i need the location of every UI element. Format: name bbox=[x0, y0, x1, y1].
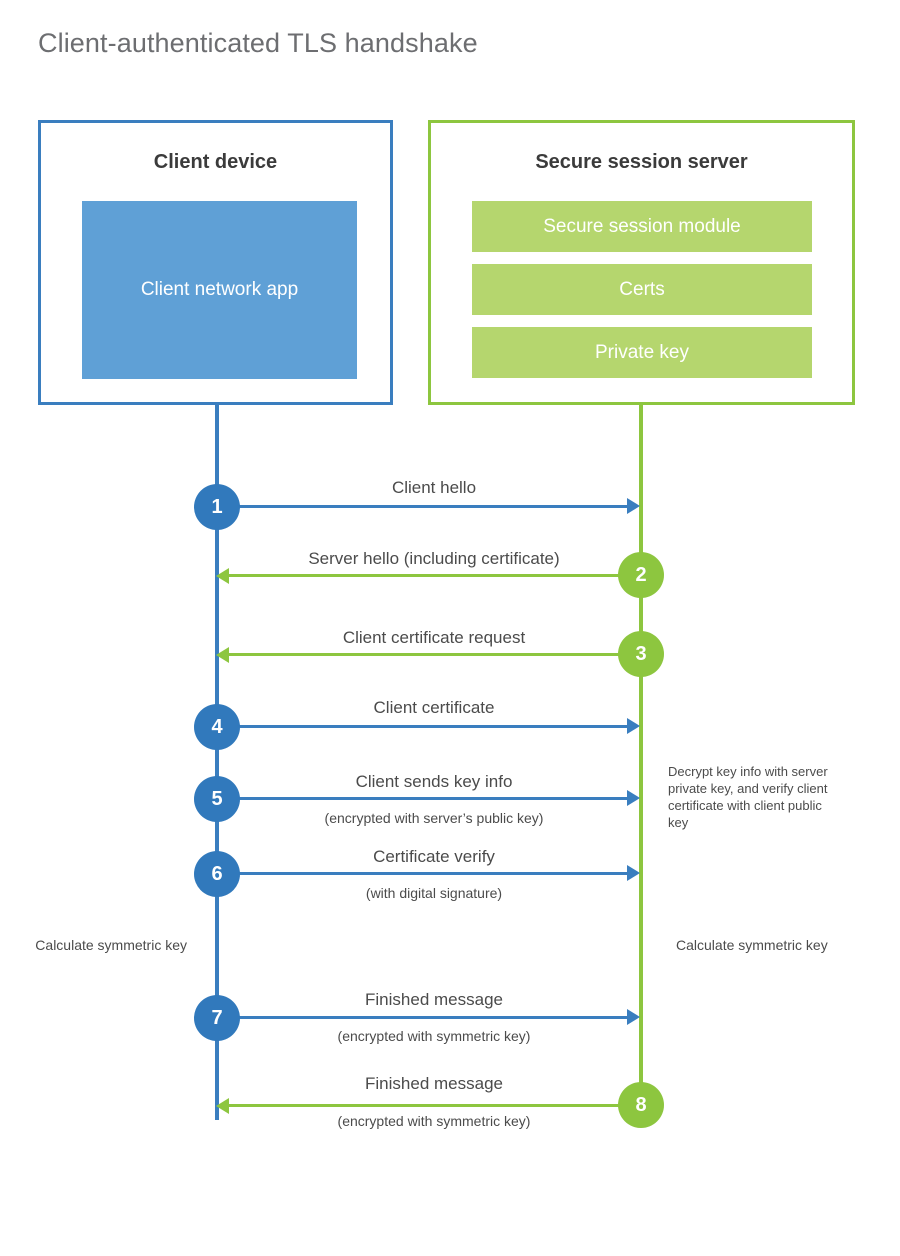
step-marker-3[interactable]: 3 bbox=[618, 631, 664, 677]
step-8-arrow-line bbox=[228, 1104, 628, 1107]
step-1-label: Client hello bbox=[391, 478, 477, 497]
step-marker-1[interactable]: 1 bbox=[194, 484, 240, 530]
step-marker-8[interactable]: 8 bbox=[618, 1082, 664, 1128]
step-1-arrow-head bbox=[627, 498, 640, 514]
page-title: Client-authenticated TLS handshake bbox=[38, 28, 478, 58]
server-block-secure-session-module: Secure session module bbox=[472, 201, 812, 252]
server-lifeline bbox=[639, 405, 643, 1105]
step-4-arrow-head bbox=[627, 718, 640, 734]
step-5-arrow-head bbox=[627, 790, 640, 806]
step-5-label: Client sends key info bbox=[355, 772, 513, 791]
step-6-label: Certificate verify bbox=[373, 847, 495, 866]
step-6-sublabel: (with digital signature) bbox=[365, 885, 503, 901]
step-7-arrow-line bbox=[217, 1016, 627, 1019]
step-2-arrow-head bbox=[216, 568, 229, 584]
client-calculate-symmetric-key-note: Calculate symmetric key bbox=[35, 937, 187, 953]
step-3-label: Client certificate request bbox=[342, 628, 526, 647]
step-5-sublabel: (encrypted with server’s public key) bbox=[324, 810, 544, 826]
secure-session-server-box: Secure session server Secure session mod… bbox=[428, 120, 855, 405]
step-5-arrow-line bbox=[217, 797, 627, 800]
client-lifeline bbox=[215, 405, 219, 1120]
client-device-box: Client device Client network app bbox=[38, 120, 393, 405]
step-marker-4[interactable]: 4 bbox=[194, 704, 240, 750]
server-block-certs: Certs bbox=[472, 264, 812, 315]
step-6-arrow-head bbox=[627, 865, 640, 881]
step-7-label: Finished message bbox=[365, 990, 503, 1009]
step-2-label: Server hello (including certificate) bbox=[308, 549, 560, 568]
client-network-app-block: Client network app bbox=[82, 201, 357, 379]
server-decrypt-note: Decrypt key info with server private key… bbox=[668, 764, 828, 830]
step-8-label: Finished message bbox=[365, 1074, 503, 1093]
server-title: Secure session server bbox=[535, 151, 748, 173]
step-marker-2[interactable]: 2 bbox=[618, 552, 664, 598]
step-4-arrow-line bbox=[217, 725, 627, 728]
step-8-sublabel: (encrypted with symmetric key) bbox=[337, 1113, 531, 1129]
step-2-arrow-line bbox=[228, 574, 628, 577]
step-1-arrow-line bbox=[217, 505, 627, 508]
step-7-sublabel: (encrypted with symmetric key) bbox=[337, 1028, 531, 1044]
step-8-arrow-head bbox=[216, 1098, 229, 1114]
step-marker-5[interactable]: 5 bbox=[194, 776, 240, 822]
step-4-label: Client certificate bbox=[373, 698, 495, 717]
step-marker-6[interactable]: 6 bbox=[194, 851, 240, 897]
server-calculate-symmetric-key-note: Calculate symmetric key bbox=[676, 937, 828, 953]
server-block-private-key: Private key bbox=[472, 327, 812, 378]
step-6-arrow-line bbox=[217, 872, 627, 875]
client-device-title: Client device bbox=[153, 151, 278, 173]
step-3-arrow-line bbox=[228, 653, 628, 656]
step-7-arrow-head bbox=[627, 1009, 640, 1025]
step-3-arrow-head bbox=[216, 647, 229, 663]
step-marker-7[interactable]: 7 bbox=[194, 995, 240, 1041]
